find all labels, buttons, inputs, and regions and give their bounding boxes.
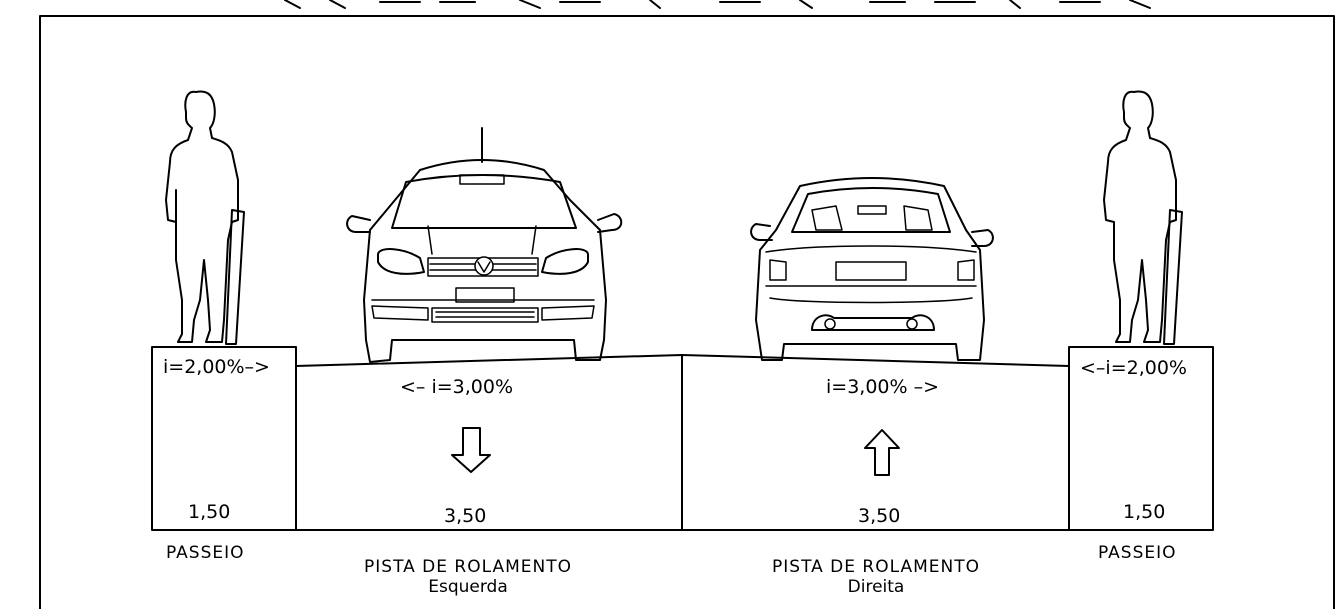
sidewalk-right-slope: <–i=2,00% [1080,357,1187,379]
sidewalk-left-name: PASSEIO [166,543,245,563]
lane-right-side: Direita [848,577,905,597]
road-profile [151,346,1214,531]
sidewalk-left-width: 1,50 [188,501,230,523]
sidewalk-left-block [151,346,297,531]
cut-title-fragment [284,0,1151,9]
arrow-down-icon [451,427,491,473]
sidewalk-left-slope: i=2,00%–> [163,356,270,378]
lane-right-name: PISTA DE ROLAMENTO [772,557,980,577]
pedestrian-left-icon [165,90,245,345]
drawing-border [39,15,1335,609]
sidewalk-right-name: PASSEIO [1098,543,1177,563]
lane-left-side: Esquerda [428,577,508,597]
lane-left-name: PISTA DE ROLAMENTO [364,557,572,577]
car-front-icon [346,127,623,363]
lane-right-slope: i=3,00% –> [826,376,939,398]
lane-left-width: 3,50 [444,505,486,527]
arrow-up-icon [864,429,900,476]
pedestrian-right-icon [1103,90,1183,345]
sidewalk-right-width: 1,50 [1123,501,1165,523]
lane-right-width: 3,50 [858,505,900,527]
sidewalk-right-block [1068,346,1214,531]
lane-left-slope: <– i=3,00% [400,376,513,398]
car-rear-icon [750,177,994,361]
